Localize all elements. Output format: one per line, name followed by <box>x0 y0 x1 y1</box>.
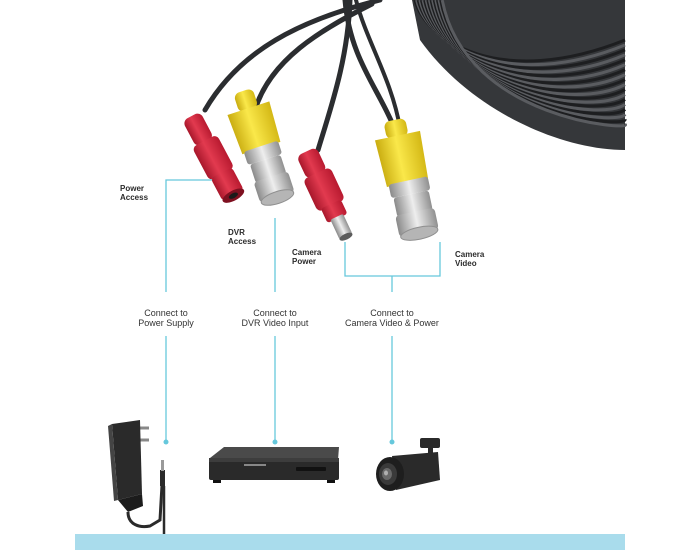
label-power-access-line2: Access <box>120 193 149 203</box>
label-connect-dvr-input-line2: DVR Video Input <box>241 318 309 329</box>
red-plug-camera-power <box>298 148 353 241</box>
label-connect-power-supply-line1: Connect to <box>144 308 188 318</box>
yellow-plug-camera-video <box>375 118 439 241</box>
label-connect-camera: Connect to Camera Video & Power <box>327 308 457 329</box>
dvr-recorder-icon <box>209 447 339 483</box>
cable-wires <box>202 0 402 153</box>
label-connect-power-supply: Connect to Power Supply <box>126 308 206 329</box>
label-camera-power: Camera Power <box>292 248 321 266</box>
yellow-plug-dvr-access <box>227 89 295 206</box>
label-connect-camera-line2: Camera Video & Power <box>345 318 439 329</box>
connector-dots <box>163 439 395 445</box>
label-dvr-access-line2: Access <box>228 237 257 247</box>
line-power-access <box>165 179 212 292</box>
label-camera-power-line1: Camera <box>292 248 322 257</box>
red-plug-power-access <box>184 113 245 203</box>
label-power-access: Power Access <box>120 184 148 202</box>
label-connect-power-supply-line2: Power Supply <box>138 318 194 329</box>
security-camera-icon <box>376 438 440 491</box>
label-connect-dvr-input-line1: Connect to <box>253 308 297 318</box>
label-camera-video: Camera Video <box>455 250 484 268</box>
connector-lines <box>165 179 441 440</box>
bottom-band <box>75 534 625 550</box>
label-dvr-access: DVR Access <box>228 228 256 246</box>
label-dvr-access-line1: DVR <box>228 228 245 237</box>
line-camera-bracket <box>344 242 441 277</box>
label-camera-power-line2: Power <box>292 257 317 267</box>
label-power-access-line1: Power <box>120 184 145 193</box>
label-connect-dvr-input: Connect to DVR Video Input <box>225 308 325 329</box>
label-camera-video-line2: Video <box>455 259 477 269</box>
label-connect-camera-line1: Connect to <box>370 308 414 318</box>
label-camera-video-line1: Camera <box>455 250 485 259</box>
cable-coil <box>412 0 627 150</box>
power-adapter-icon <box>108 420 166 534</box>
